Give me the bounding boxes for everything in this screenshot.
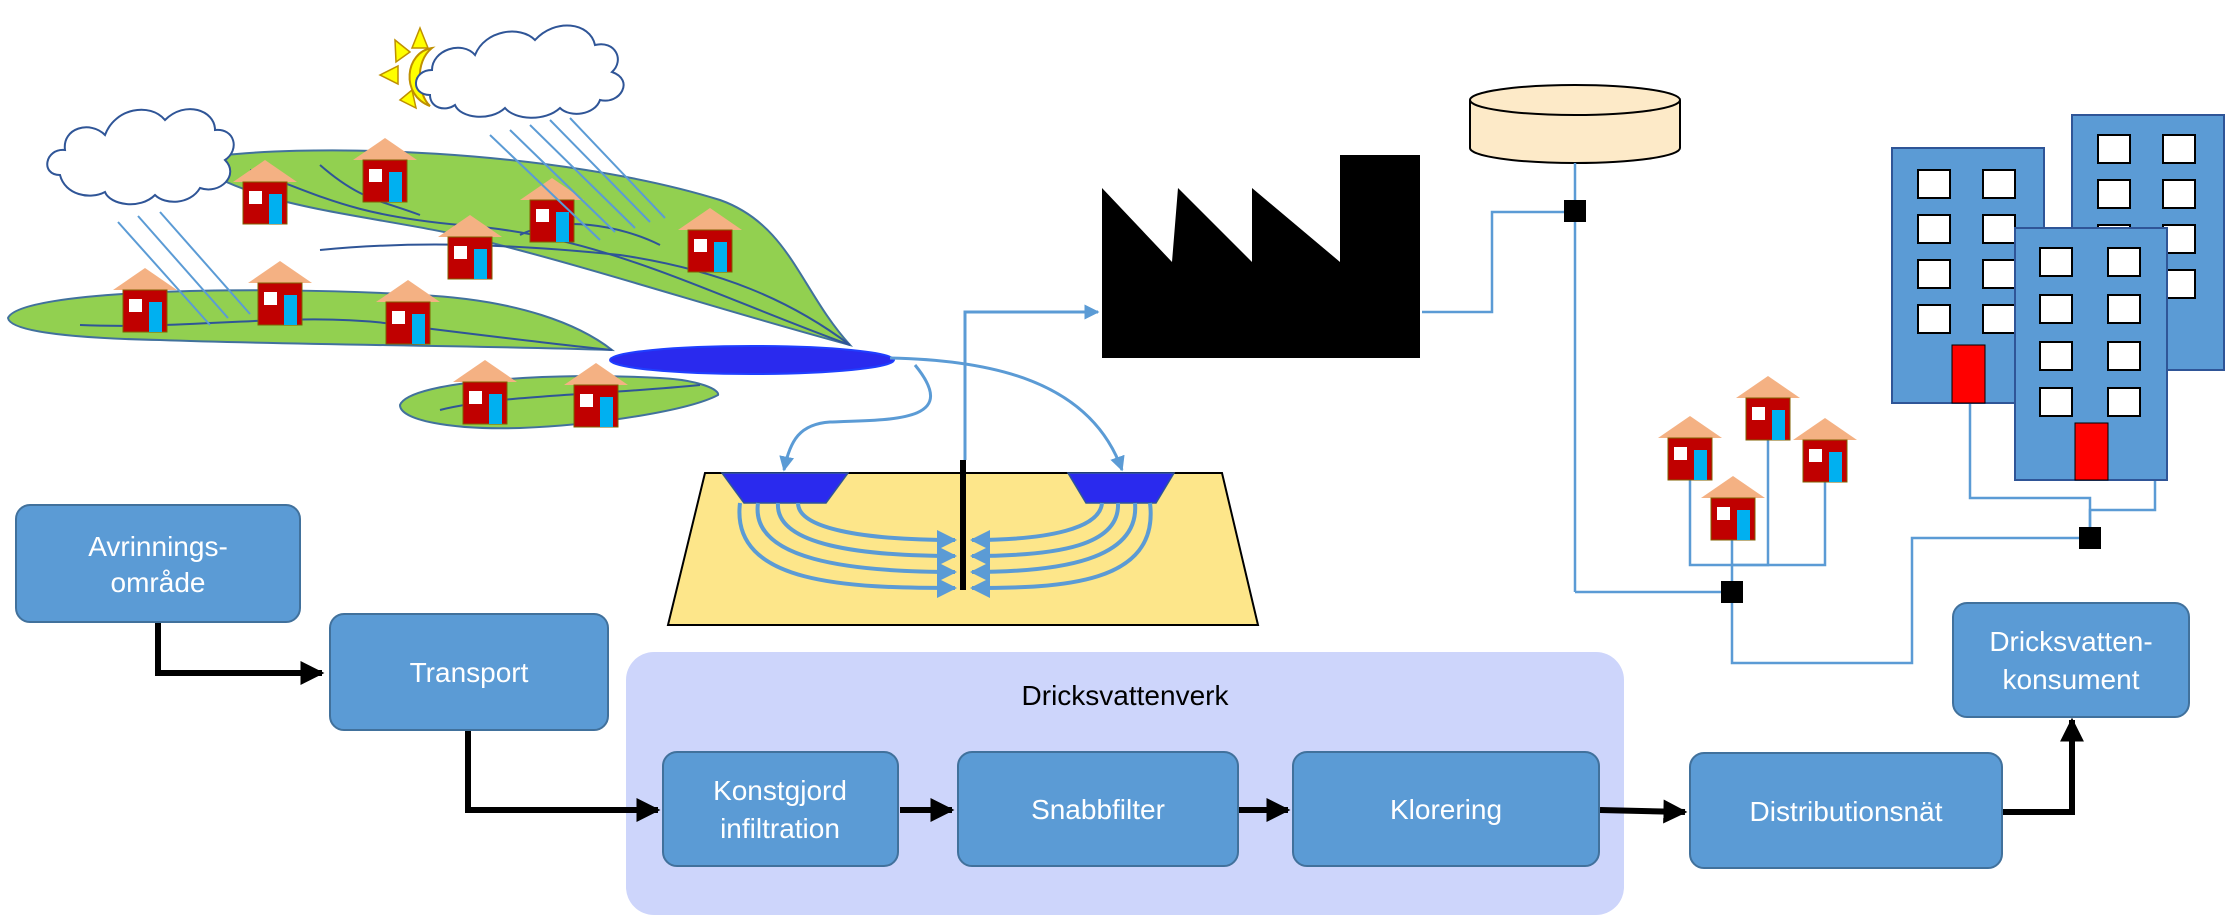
- house-icon: [1735, 375, 1801, 441]
- lake-to-basin-left: [779, 364, 932, 472]
- consumer-label-line2: konsument: [2003, 664, 2140, 695]
- artificial-infiltration-box[interactable]: Konstgjord infiltration: [662, 751, 899, 867]
- houses-distribution: [1657, 375, 1858, 541]
- catchment-label-line1: Avrinnings-: [88, 531, 228, 562]
- rapid-filter-box[interactable]: Snabbfilter: [957, 751, 1239, 867]
- pipe-junction-icon: [1721, 581, 1743, 603]
- land-strip-lower: [398, 375, 720, 430]
- house-icon: [452, 359, 518, 425]
- infiltration-basin-icon: [1066, 472, 1176, 504]
- catchment-box[interactable]: Avrinnings- område: [15, 504, 301, 623]
- flowchart: Dricksvattenverk Avrinnings- område Tran…: [15, 504, 2190, 915]
- drinking-water-plant-title: Dricksvattenverk: [1022, 680, 1230, 711]
- arrow-catchment-to-transport: [155, 622, 325, 685]
- distribution-network-box[interactable]: Distributionsnät: [1689, 752, 2003, 869]
- apartment-building-icon: [2014, 227, 2168, 481]
- pipe-junction-icon: [2079, 527, 2101, 549]
- lake-icon: [609, 345, 895, 375]
- pipe-junction-icon: [1564, 200, 1586, 222]
- sun-icon: [378, 25, 436, 110]
- transport-label: Transport: [410, 657, 529, 688]
- house-icon: [1700, 475, 1766, 541]
- infiltration-label-line2: infiltration: [720, 813, 840, 844]
- distribution-label: Distributionsnät: [1750, 796, 1943, 827]
- water-tower-icon: [1469, 84, 1681, 164]
- drinking-water-consumer-box[interactable]: Dricksvatten- konsument: [1952, 602, 2190, 718]
- consumer-label-line1: Dricksvatten-: [1989, 626, 2152, 657]
- well-to-factory: [963, 304, 1100, 460]
- infiltration-basin-icon: [720, 472, 850, 504]
- arrow-chlorination-to-distribution: [1599, 799, 1688, 824]
- infiltration-label-line1: Konstgjord: [713, 775, 847, 806]
- house-icon: [375, 279, 441, 345]
- catchment-label-line2: område: [111, 567, 206, 598]
- catchment-landscape: [6, 24, 895, 430]
- house-icon: [352, 137, 418, 203]
- house-icon: [247, 260, 313, 326]
- arrow-transport-to-infiltration: [465, 730, 661, 822]
- rapid-filter-label: Snabbfilter: [1031, 794, 1165, 825]
- cloud-icon: [46, 108, 235, 206]
- transport-box[interactable]: Transport: [329, 613, 609, 731]
- arrow-distribution-to-consumer: [2002, 717, 2084, 815]
- house-icon: [1792, 417, 1858, 483]
- rain-icon: [117, 117, 666, 326]
- distribution-pipes: [1422, 163, 2157, 665]
- artificial-infiltration-scene: [666, 304, 1260, 626]
- house-icon: [563, 362, 629, 428]
- lake-to-basin-right: [889, 356, 1125, 472]
- chlorination-label: Klorering: [1390, 794, 1502, 825]
- cloud-icon: [415, 24, 625, 119]
- chlorination-box[interactable]: Klorering: [1292, 751, 1600, 867]
- house-icon: [1657, 415, 1723, 481]
- factory-icon: [1102, 155, 1420, 358]
